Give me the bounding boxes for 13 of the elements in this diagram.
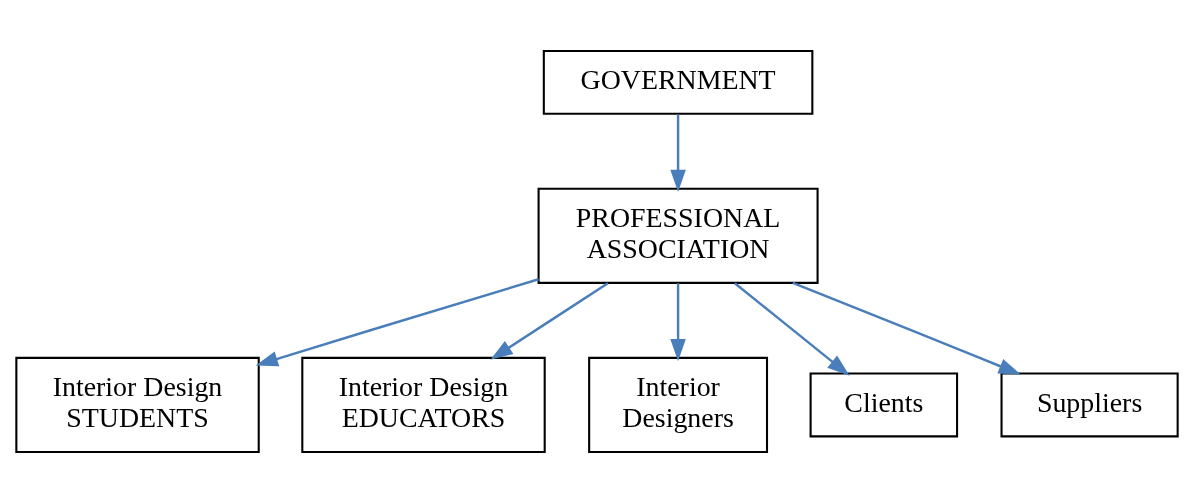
node-box: Clients <box>809 372 959 437</box>
arrow <box>670 282 686 361</box>
node-box: Interior Design STUDENTS <box>15 356 260 453</box>
arrow <box>792 281 1021 375</box>
arrow <box>734 281 850 376</box>
node-box: Interior Design EDUCATORS <box>301 356 546 453</box>
node-box: Suppliers <box>1000 372 1179 437</box>
node-box: GOVERNMENT <box>542 49 814 115</box>
arrow <box>255 277 539 366</box>
node-box: PROFESSIONAL ASSOCIATION <box>537 187 819 284</box>
arrow <box>670 113 686 192</box>
node-box: Interior Designers <box>588 356 769 453</box>
arrow <box>490 281 609 360</box>
